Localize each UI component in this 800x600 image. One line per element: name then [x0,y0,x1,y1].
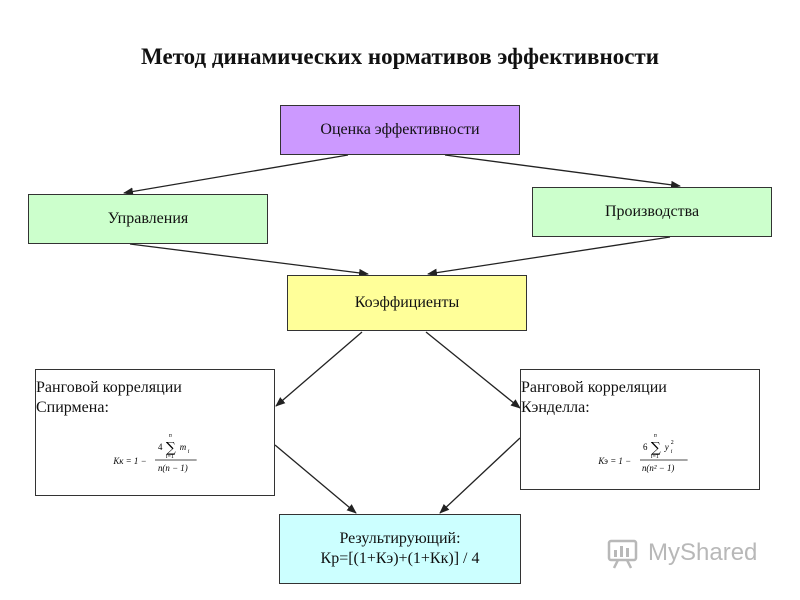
myshared-logo-icon [607,539,638,569]
kendall-sum-sign: ∑ [651,440,661,456]
node-kendall-line2: Кэнделла: [521,399,590,416]
arrow-eval-to-production [444,154,681,189]
kendall-term-sub: i [671,449,673,455]
node-result-line1: Результирующий: [339,530,461,547]
kendall-term-sup: 2 [671,440,674,446]
node-production-label: Производства [604,203,700,220]
diagram-title: Метод динамических нормативов эффективно… [141,44,659,69]
node-coefficients: Коэффициенты [287,275,527,331]
watermark-text: MyShared [648,539,758,566]
spearman-term-sub: i [188,449,190,455]
node-spearman-line2: Спирмена: [36,399,109,416]
node-result: Результирующий: Кр=[(1+Кэ)+(1+Кк)] / 4 [279,514,521,584]
node-kendall-line1: Ранговой корреляции [521,379,667,396]
node-management: Управления [28,194,268,244]
spearman-sum-bottom: i=1 [166,454,174,460]
spearman-formula-lhs: Кк = 1 − [112,456,146,466]
spearman-denominator: n(n − 1) [158,463,188,473]
node-spearman: Ранговой корреляции Спирмена: Кк = 1 − 4… [35,369,275,496]
node-result-line2: Кр=[(1+Кэ)+(1+Кк)] / 4 [320,550,480,567]
kendall-term: y [664,442,669,452]
node-evaluation: Оценка эффективности [280,105,520,155]
spearman-formula-coef: 4 [158,442,163,452]
spearman-sum-top: n [169,433,172,439]
spearman-term: m [180,442,187,452]
spearman-formula: Кк = 1 − 4 n ∑ i=1 m i n(n − 1) [112,433,197,473]
kendall-formula: Кэ = 1 − 6 n ∑ i=1 y 2 i n(n² − 1) [597,433,688,473]
arrow-management-to-coefficients [129,243,369,277]
arrow-eval-to-management [123,154,349,196]
spearman-sum-sign: ∑ [166,440,176,456]
kendall-sum-bottom: i=1 [651,454,659,460]
arrow-coefficients-to-spearman [275,331,363,407]
node-management-label: Управления [107,210,189,227]
node-kendall: Ранговой корреляции Кэнделла: Кэ = 1 − 6… [520,369,760,490]
node-evaluation-label: Оценка эффективности [320,121,480,138]
arrow-production-to-coefficients [427,236,671,277]
kendall-formula-coef: 6 [643,442,648,452]
watermark: MyShared [606,536,757,570]
kendall-sum-top: n [654,433,657,439]
node-coefficients-label: Коэффициенты [354,294,460,311]
arrow-spearman-to-result [274,444,357,514]
kendall-denominator: n(n² − 1) [642,463,674,473]
arrow-kendall-to-result [439,437,521,514]
kendall-formula-lhs: Кэ = 1 − [597,456,631,466]
node-production: Производства [532,187,772,237]
arrow-coefficients-to-kendall [425,331,521,409]
node-spearman-line1: Ранговой корреляции [36,379,182,396]
